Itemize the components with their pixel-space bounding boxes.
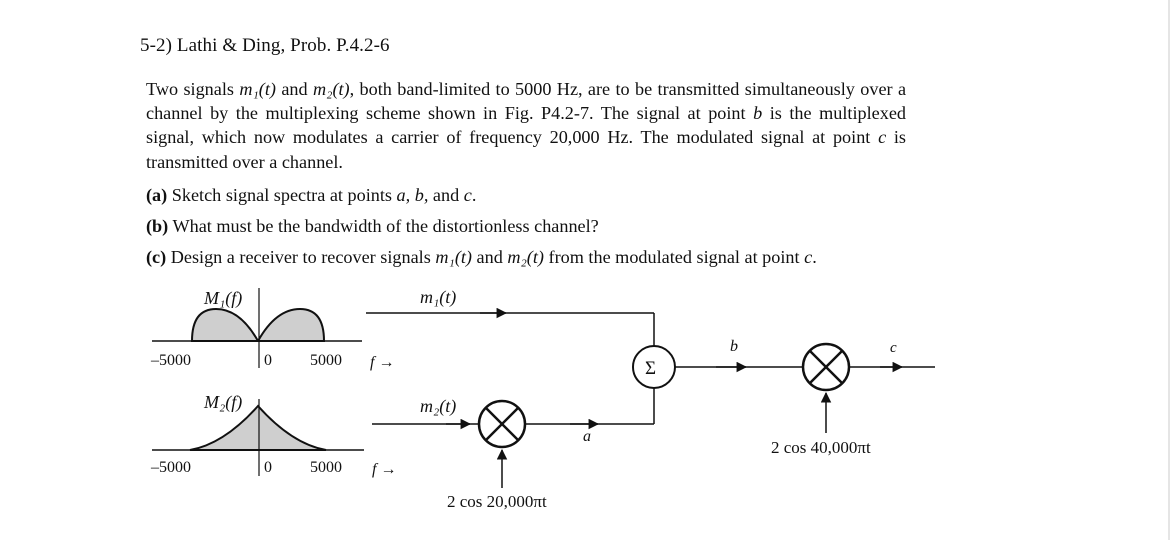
summer-sigma-icon: Σ xyxy=(645,358,656,379)
signal-m2: m₂(t) xyxy=(312,79,350,99)
part-b: (b) What must be the bandwidth of the di… xyxy=(146,216,599,236)
m1-tick-pos: 5000 xyxy=(310,352,342,369)
point-b-label: b xyxy=(730,338,738,355)
m2-tick-pos: 5000 xyxy=(310,459,342,476)
part-a: (a) Sketch signal spectra at points a, b… xyxy=(146,185,477,205)
m1-spectrum-label: M₁(f) xyxy=(203,288,242,309)
problem-statement: Two signals m₁(t) and m₂(t), both band-l… xyxy=(146,79,907,172)
carrier-1-label: 2 cos 20,000πt xyxy=(447,492,547,511)
m1-spectrum-lobe-left xyxy=(190,307,260,342)
m2-spectrum-triangle xyxy=(189,404,327,451)
m2-signal-label: m₂(t) xyxy=(420,396,456,417)
point-c-label: c xyxy=(890,340,897,356)
signal-m1: m₁(t) xyxy=(239,79,276,99)
page-right-border xyxy=(1168,0,1170,540)
mixer-1-multiplier-icon xyxy=(477,399,527,449)
block-diagram: m₁(t) m₂(t) 2 cos 20,000πt a Σ b xyxy=(366,287,935,511)
part-c: (c) Design a receiver to recover signals… xyxy=(146,247,817,267)
m2-spectrum-label: M₂(f) xyxy=(203,392,242,413)
m1-tick-zero: 0 xyxy=(264,352,272,369)
problem-heading: 5-2) Lathi & Ding, Prob. P.4.2-6 xyxy=(140,35,390,56)
m2-tick-zero: 0 xyxy=(264,459,272,476)
m1-spectrum: M₁(f) –5000 0 5000 f → xyxy=(150,288,394,371)
m1-spectrum-lobe-right xyxy=(256,307,326,342)
point-a-label: a xyxy=(583,428,591,445)
m2-spectrum: M₂(f) –5000 0 5000 f → xyxy=(150,392,396,478)
m1-f-axis-label: f → xyxy=(370,354,394,371)
carrier-2-label: 2 cos 40,000πt xyxy=(771,438,871,457)
mixer-2-multiplier-icon xyxy=(801,342,851,392)
m1-signal-label: m₁(t) xyxy=(420,287,456,308)
m2-f-axis-label: f → xyxy=(372,461,396,478)
m2-tick-neg: –5000 xyxy=(150,459,191,476)
m1-tick-neg: –5000 xyxy=(150,352,191,369)
